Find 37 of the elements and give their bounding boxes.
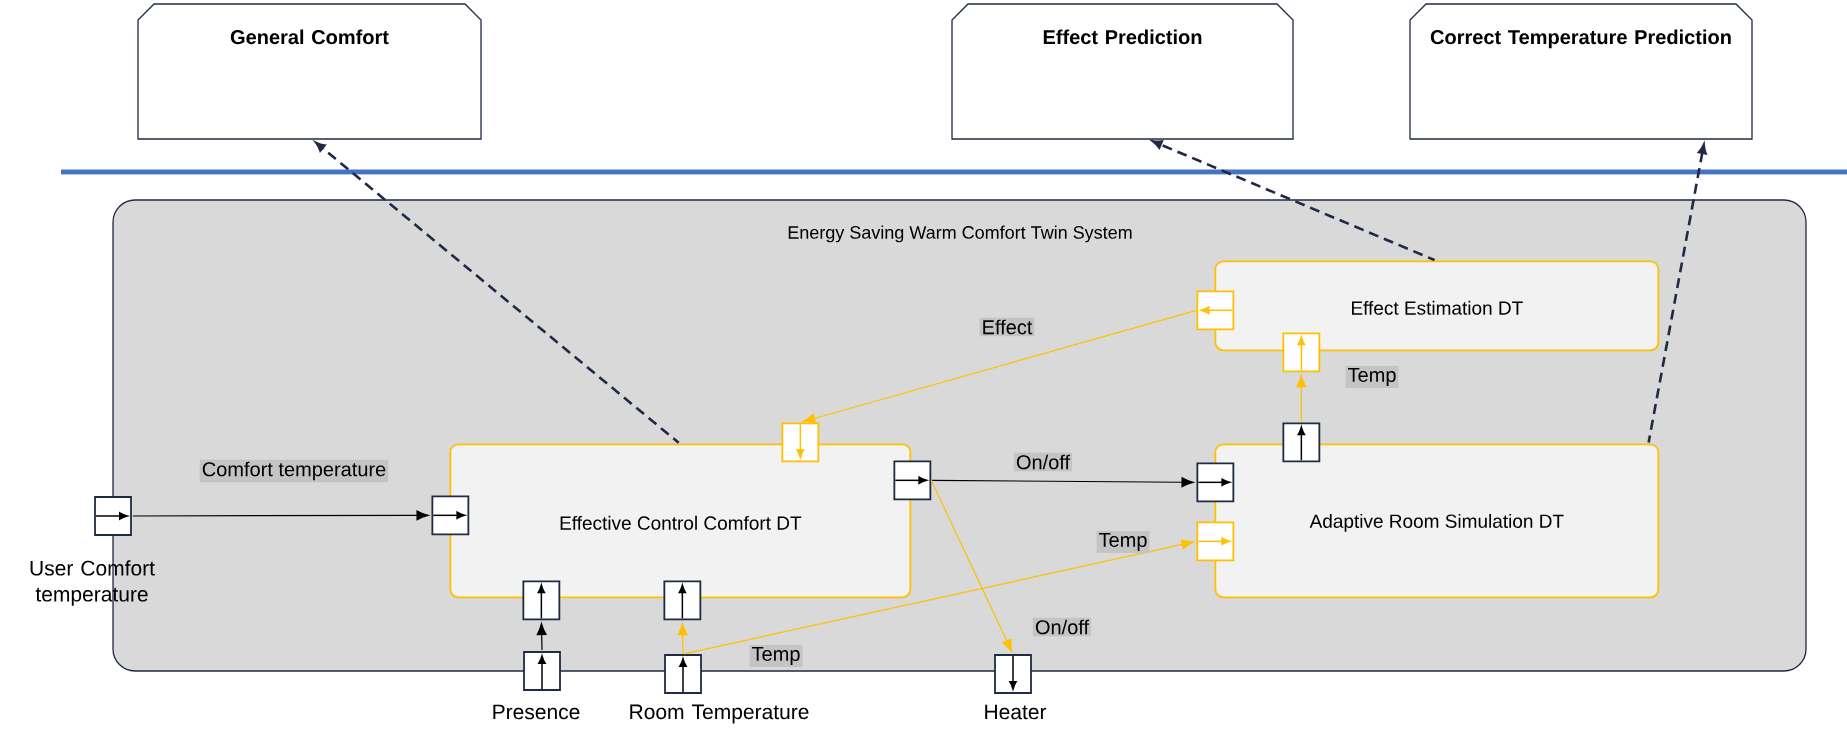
arrow	[1296, 375, 1307, 423]
port-box	[1282, 332, 1321, 373]
port-box	[1196, 521, 1235, 562]
port-box	[1282, 422, 1321, 463]
port-box	[94, 496, 132, 536]
arrow	[931, 480, 1013, 652]
port-box	[1196, 290, 1235, 331]
component-box: Effective Control Comfort DT	[449, 443, 912, 599]
output-box: General Comfort	[137, 3, 482, 140]
arrow	[132, 510, 429, 521]
arrow	[931, 477, 1194, 488]
port-box	[1196, 462, 1235, 503]
component-box: Adaptive Room Simulation DT	[1214, 443, 1660, 599]
arrow	[536, 623, 547, 651]
arrow	[803, 310, 1197, 424]
port-box	[893, 460, 932, 501]
arrow	[677, 623, 688, 654]
port-box	[522, 580, 561, 621]
port-box	[523, 651, 561, 691]
port-label: Room Temperature	[630, 704, 809, 724]
port-box	[994, 654, 1032, 694]
port-label: Heater	[985, 704, 1047, 720]
dashed-arrow	[315, 141, 680, 444]
port-box	[431, 495, 470, 536]
signal-label: Temp	[749, 645, 803, 667]
port-label: Presence	[493, 704, 580, 720]
edge-label: Comfort temperature	[199, 459, 389, 483]
edge-label: Temp	[1345, 366, 1399, 388]
output-box: Effect Prediction	[951, 3, 1294, 140]
port-box	[781, 422, 820, 463]
port-box	[663, 580, 702, 621]
output-box: Correct Temperature Prediction	[1409, 3, 1753, 140]
port-box	[664, 654, 702, 694]
component-box: Effect Estimation DT	[1214, 260, 1660, 352]
edge-label: Temp	[1096, 531, 1150, 553]
arrow	[683, 539, 1194, 655]
dashed-arrow	[1152, 140, 1436, 262]
